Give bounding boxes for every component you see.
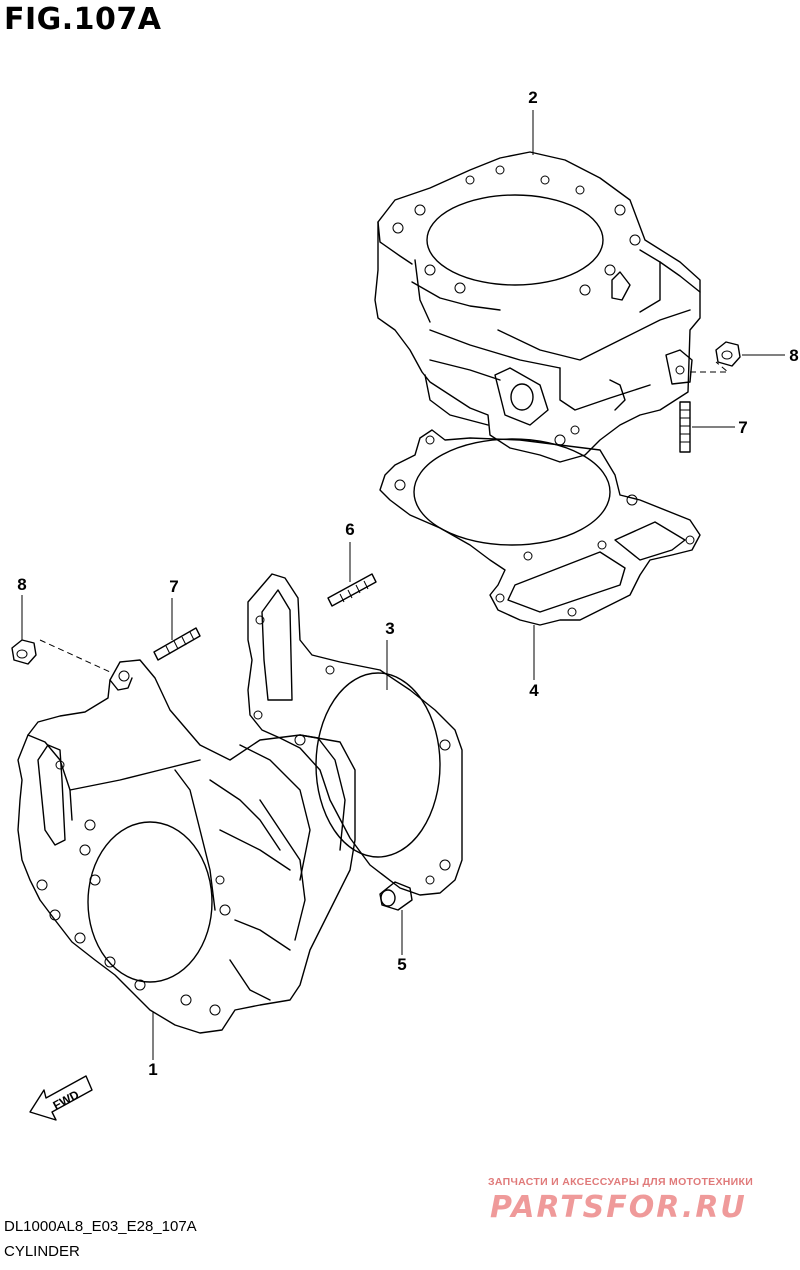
part-5-dowel-pin: [379, 881, 413, 911]
figure-code: DL1000AL8_E03_E28_107A: [4, 1218, 197, 1235]
part-1-front-cylinder: [17, 659, 356, 1034]
callout-4: 4: [529, 681, 539, 700]
callout-1: 1: [148, 1060, 157, 1079]
callout-5: 5: [397, 955, 406, 974]
callout-6: 6: [345, 520, 354, 539]
callout-8-rear: 8: [789, 346, 798, 365]
part-7-stud-bolt-front: [153, 627, 201, 661]
part-8-nut-rear: [715, 341, 741, 367]
figure-caption: CYLINDER: [4, 1243, 80, 1260]
callout-7-rear: 7: [738, 418, 747, 437]
part-6-stud-bolt: [327, 573, 377, 607]
part-4-rear-gasket: [379, 429, 701, 626]
part-7-stud-bolt-rear: [679, 401, 691, 453]
callout-7-front: 7: [169, 577, 178, 596]
part-8-nut-front: [11, 639, 37, 665]
callout-3: 3: [385, 619, 394, 638]
figure-title: FIG.107A: [4, 2, 162, 37]
callout-8-front: 8: [17, 575, 26, 594]
fwd-label: FWD: [51, 1087, 82, 1112]
leader-lines: [21, 110, 785, 1060]
part-2-rear-cylinder: [374, 151, 701, 463]
part-3-front-gasket: [247, 573, 463, 896]
fwd-arrow-icon: FWD: [29, 1075, 93, 1121]
callout-2: 2: [528, 88, 537, 107]
watermark-logo: PARTSFOR.RU: [490, 1190, 747, 1225]
watermark-tagline: ЗАПЧАСТИ И АКСЕССУАРЫ ДЛЯ МОТОТЕХНИКИ: [488, 1176, 754, 1188]
